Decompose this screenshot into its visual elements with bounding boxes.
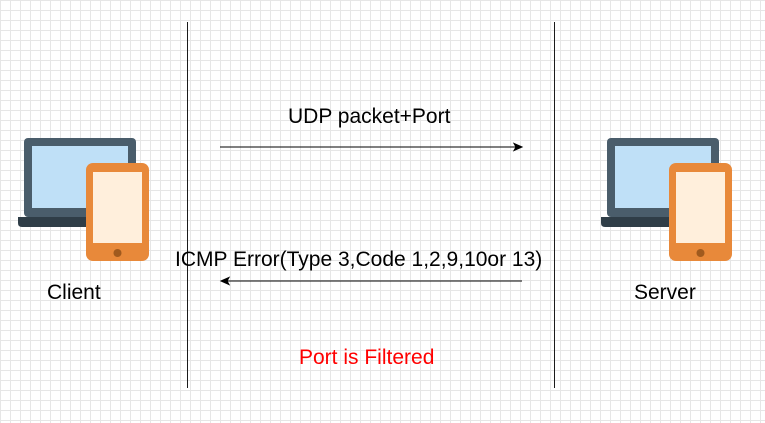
request-arrow xyxy=(220,142,524,152)
right-divider xyxy=(554,22,555,388)
phone-screen xyxy=(676,172,725,243)
response-label: ICMP Error(Type 3,Code 1,2,9,10or 13) xyxy=(175,248,543,271)
server-label: Server xyxy=(634,281,696,304)
response-arrow xyxy=(219,276,522,286)
client-label: Client xyxy=(47,281,101,304)
left-divider xyxy=(187,22,188,388)
phone-home-button xyxy=(113,249,122,257)
client-device-icon xyxy=(18,135,153,270)
status-text: Port is Filtered xyxy=(299,346,435,369)
phone-screen xyxy=(93,172,142,243)
phone-home-button xyxy=(696,249,705,257)
request-label: UDP packet+Port xyxy=(288,105,451,128)
server-device-icon xyxy=(601,135,736,270)
